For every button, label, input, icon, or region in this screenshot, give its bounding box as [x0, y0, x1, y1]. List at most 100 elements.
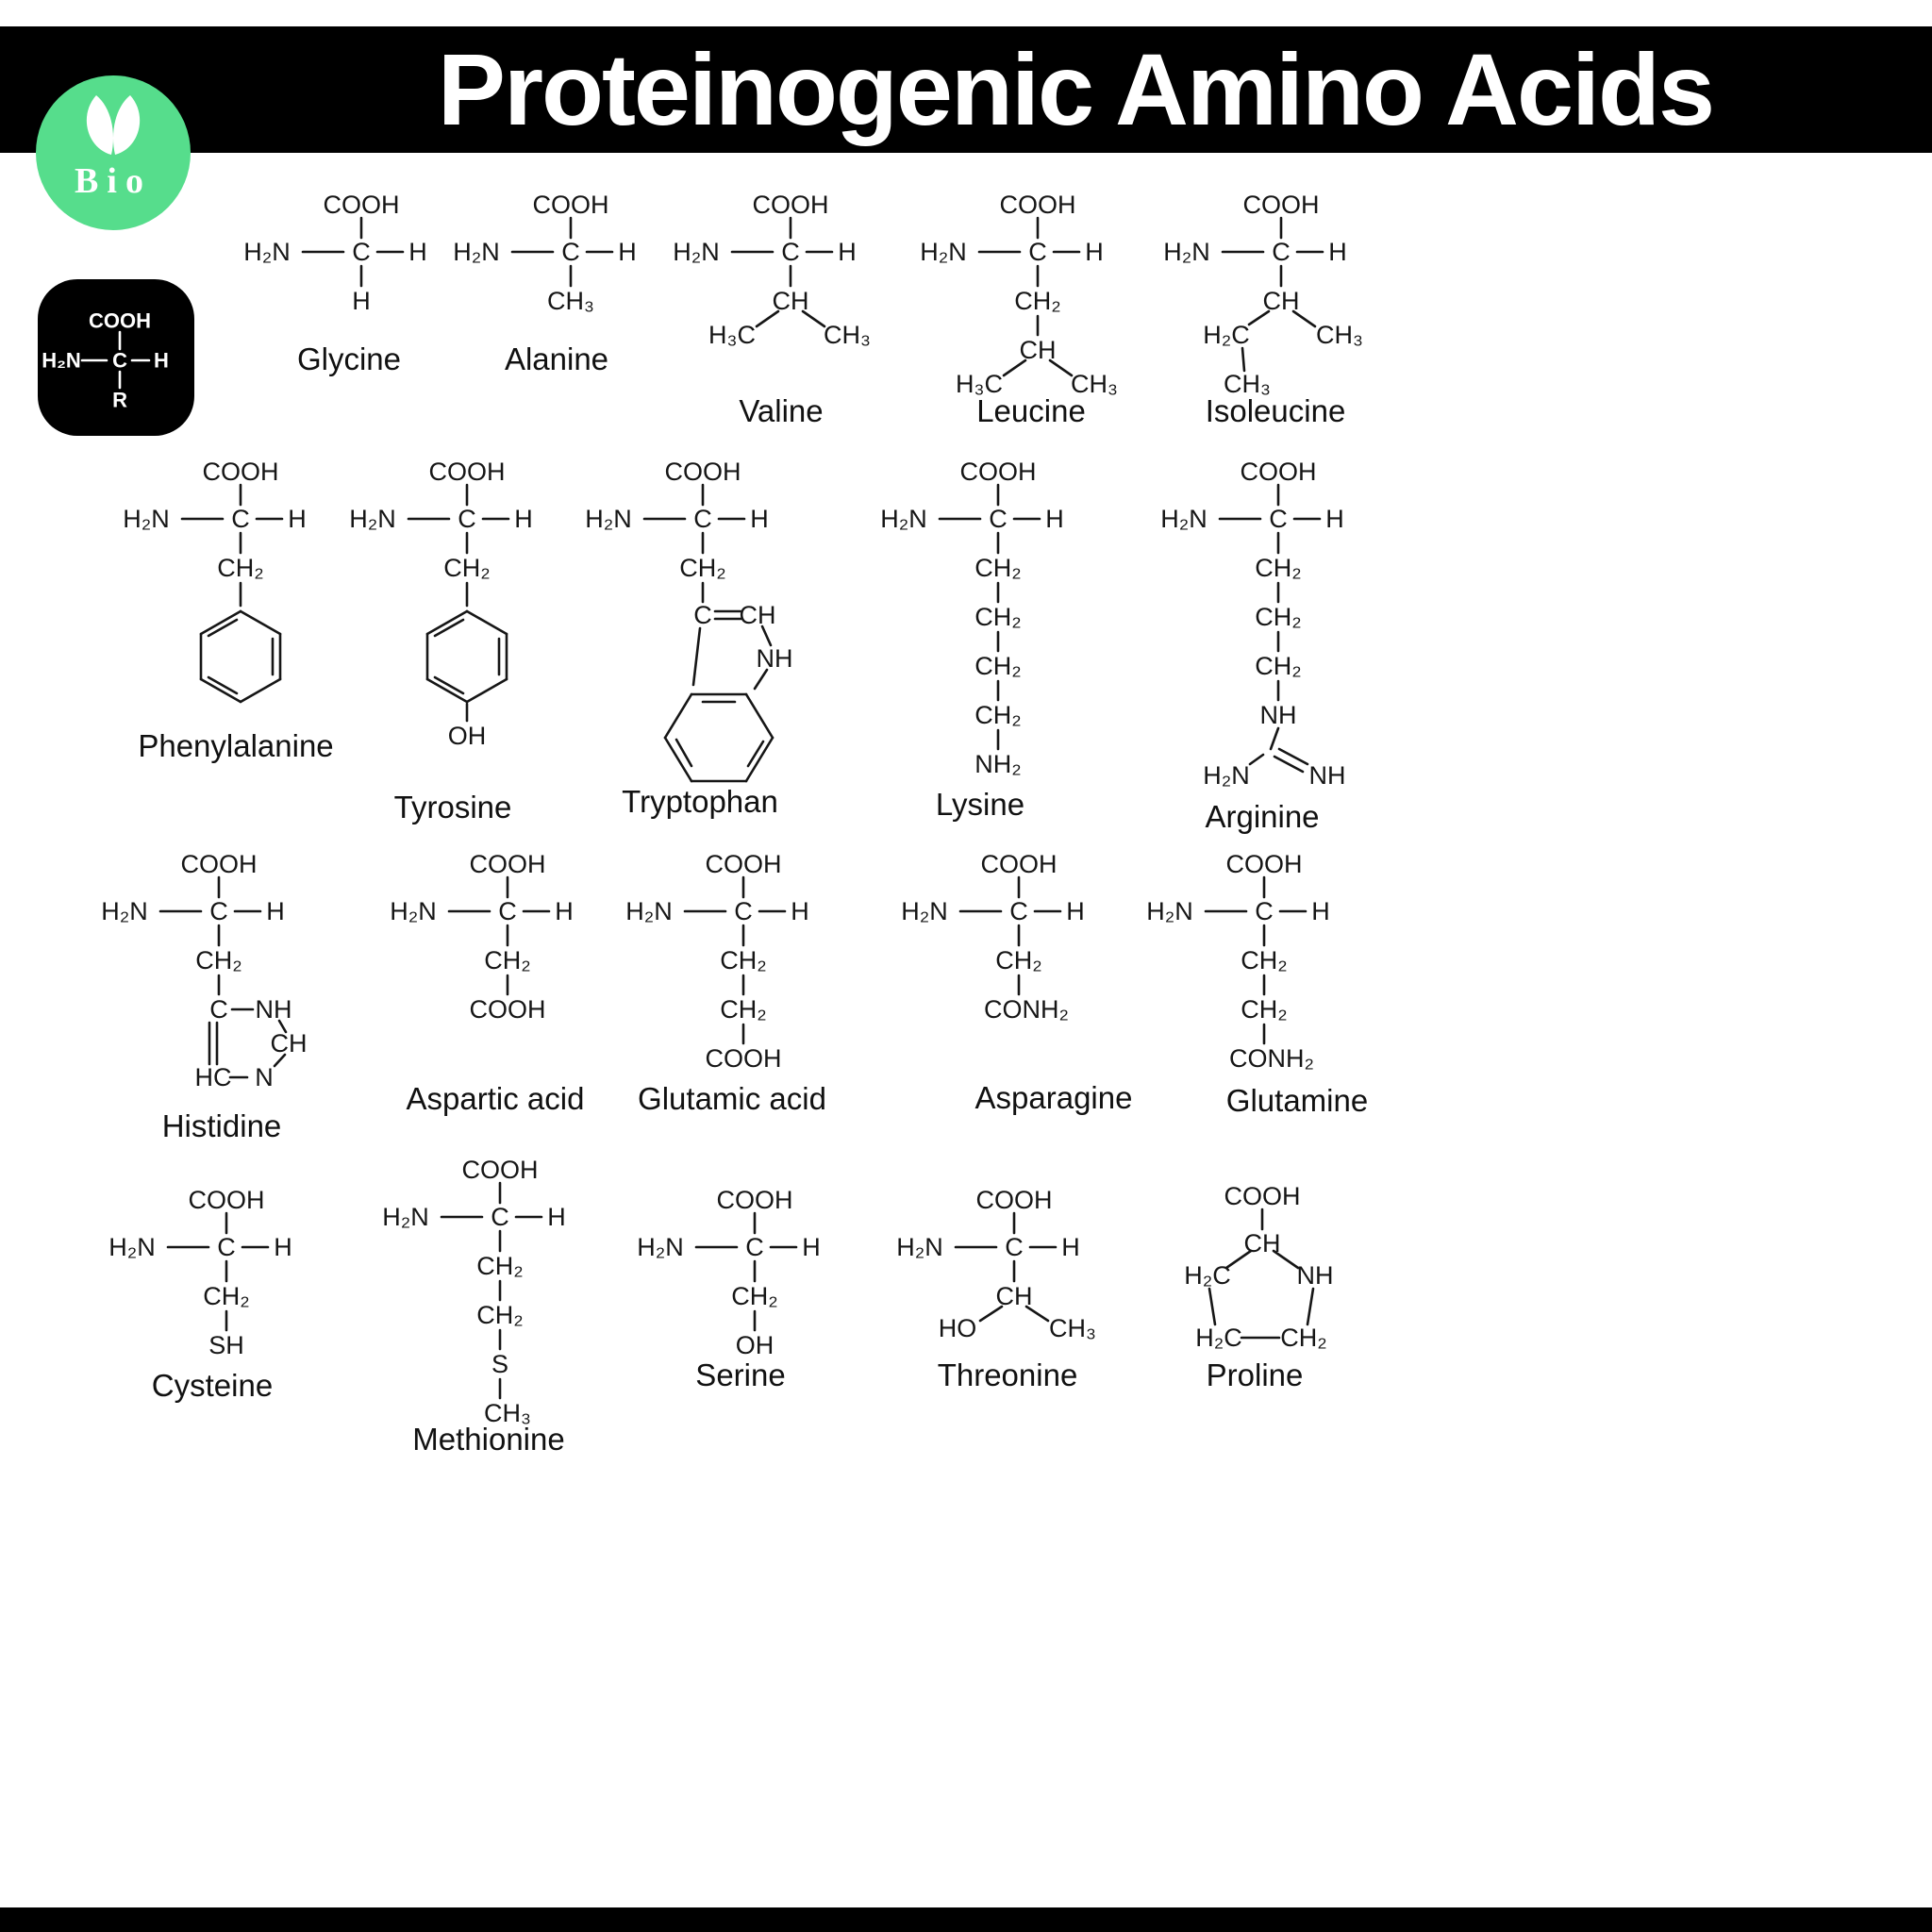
atom-label: H₂N: [101, 897, 147, 925]
atom-label: CH₂: [720, 946, 766, 974]
atom-label: C: [745, 1233, 764, 1261]
atom-label: CH₂: [720, 995, 766, 1024]
atom-label: CH₂: [1255, 554, 1301, 582]
atom-label: COOH: [665, 458, 741, 486]
atom-label: CH₃: [824, 321, 871, 349]
atom-label: H: [352, 287, 371, 315]
atom-label: C: [1009, 897, 1028, 925]
atom-label: COOH: [976, 1186, 1053, 1214]
name-aspartic-acid: Aspartic acid: [406, 1081, 585, 1116]
bond: [753, 668, 769, 691]
atom-label: COOH: [1243, 191, 1320, 219]
atom-label: H₂C: [1203, 321, 1249, 349]
atom-label: CH₃: [1316, 321, 1363, 349]
atom-label: CH₂: [679, 554, 725, 582]
atom-label: CH₂: [974, 701, 1021, 729]
atom-label: H: [1085, 238, 1104, 266]
atom-label: H₂N: [901, 897, 947, 925]
atom-label: H₃C: [956, 370, 1003, 398]
atom-label: COOH: [189, 1186, 265, 1214]
bond: [1291, 309, 1317, 328]
bio-logo: Bio: [36, 75, 191, 230]
atom-label: H₂C: [1195, 1324, 1241, 1352]
atom-label: C: [491, 1203, 509, 1231]
atom-label: CH₂: [1241, 995, 1287, 1024]
atom-label: CH₂: [1014, 287, 1060, 315]
atom-label: R: [112, 389, 127, 412]
name-methionine: Methionine: [412, 1422, 565, 1457]
atom-label: CH₂: [217, 554, 263, 582]
atom-label: C: [989, 505, 1008, 533]
bond: [1024, 1305, 1050, 1323]
bond: [744, 692, 774, 740]
atom-label: NH₂: [974, 750, 1021, 778]
atom-label: C: [781, 238, 800, 266]
bond: [1002, 358, 1027, 377]
atom-label: H₂N: [123, 505, 169, 533]
atom-label: NH: [1309, 761, 1346, 790]
atom-label: H₂N: [453, 238, 499, 266]
atom-label: CH₂: [443, 554, 490, 582]
bond: [465, 609, 508, 636]
name-lysine: Lysine: [935, 787, 1025, 822]
atom-label: HO: [939, 1314, 977, 1342]
bond: [199, 677, 242, 704]
atom-label: H₂N: [243, 238, 290, 266]
atom-label: CH₂: [476, 1301, 523, 1329]
atom-label: COOH: [89, 309, 151, 333]
atom-label: CH₃: [1049, 1314, 1096, 1342]
atom-label: C: [561, 238, 580, 266]
atom-label: CH₃: [547, 287, 594, 315]
atom-label: COOH: [960, 458, 1037, 486]
atom-label: CH₂: [1255, 652, 1301, 680]
atom-label: H₃C: [708, 321, 756, 349]
atom-label: C: [112, 349, 127, 373]
atom-label: H: [1045, 505, 1064, 533]
atom-label: NH: [256, 995, 292, 1024]
leaf-icon: [112, 95, 141, 155]
atom-label: H₂N: [1146, 897, 1192, 925]
name-histidine: Histidine: [161, 1108, 282, 1143]
bond: [744, 736, 774, 783]
name-proline: Proline: [1206, 1357, 1304, 1392]
bond: [1269, 726, 1280, 751]
bond: [1241, 346, 1246, 373]
atom-label: NH: [1297, 1261, 1334, 1290]
atom-label: H: [408, 238, 427, 266]
atom-label: CH₃: [484, 1399, 531, 1427]
bond: [746, 740, 765, 768]
atom-label: CH: [1263, 287, 1300, 315]
bond: [425, 677, 469, 704]
atom-label: COOH: [717, 1186, 793, 1214]
atom-label: COOH: [1241, 458, 1317, 486]
atom-label: CH₂: [974, 603, 1021, 631]
atom-label: S: [491, 1350, 508, 1378]
atom-label: CH₂: [995, 946, 1041, 974]
atom-label: COOH: [981, 850, 1058, 878]
atom-label: CH₂: [195, 946, 242, 974]
atom-label: H: [1066, 897, 1085, 925]
atom-label: C: [1269, 505, 1288, 533]
atom-label: NH: [1260, 701, 1297, 729]
atom-label: CONH₂: [1229, 1044, 1314, 1073]
atom-label: C: [209, 897, 228, 925]
name-arginine: Arginine: [1205, 799, 1320, 834]
bond: [199, 609, 242, 636]
atom-label: H₂N: [896, 1233, 942, 1261]
atom-label: H₂N: [585, 505, 631, 533]
atom-label: CH₂: [203, 1282, 249, 1310]
atom-label: C: [498, 897, 517, 925]
atom-label: H: [1311, 897, 1330, 925]
atom-label: H: [1325, 505, 1344, 533]
